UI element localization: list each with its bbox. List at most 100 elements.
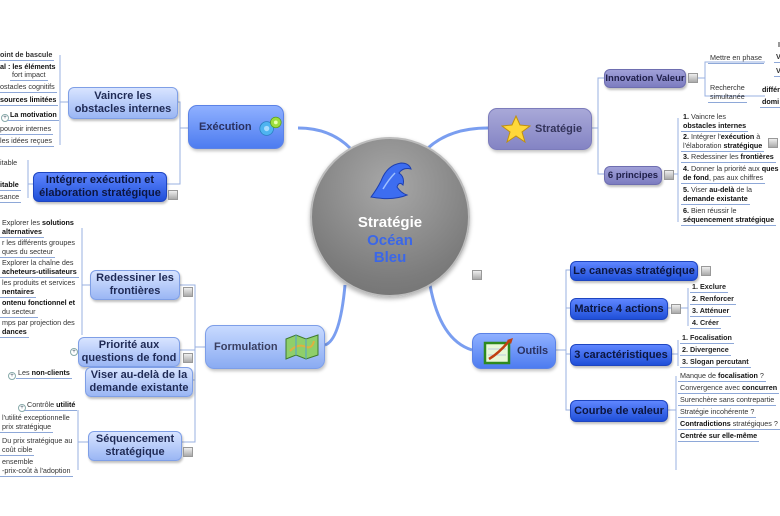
leaf-controle-utilite[interactable]: Contrôle utilité [25, 400, 78, 411]
leaf-creer[interactable]: 4. Créer [690, 318, 721, 329]
note-icon[interactable] [183, 287, 193, 297]
principe-5a[interactable]: 5. Viser au-delà de la [683, 185, 753, 194]
note-icon[interactable] [671, 304, 681, 314]
leaf-ressources-limitees[interactable]: sources limitées [0, 95, 59, 106]
subtopic-matrice-4-actions[interactable]: Matrice 4 actions [570, 298, 668, 320]
subtopic-priorite-questions[interactable]: Priorité aux questions de fond [78, 337, 180, 367]
leaf-courbe-2[interactable]: Convergence avec concurren [678, 383, 780, 394]
subtopic-courbe-valeur[interactable]: Courbe de valeur [570, 400, 668, 422]
subtopic-innovation-valeur[interactable]: Innovation Valeur [604, 69, 686, 88]
leaf-courbe-3[interactable]: Surenchère sans contrepartie [678, 395, 777, 406]
leaf-sance[interactable]: sance [0, 192, 22, 203]
expand-icon[interactable]: + [8, 372, 16, 380]
leaf-idees-recues[interactable]: les idées reçues [0, 136, 54, 147]
leaf-fort-impact[interactable]: fort impact [10, 70, 48, 81]
leaf-redessiner-10[interactable]: du secteur [0, 307, 38, 318]
leaf-redessiner-1[interactable]: Explorer les solutions [2, 218, 74, 227]
topic-strategie[interactable]: Stratégie [488, 108, 592, 150]
note-icon[interactable] [183, 447, 193, 457]
note-icon[interactable] [768, 138, 778, 148]
leaf-domination[interactable]: domi [760, 97, 780, 108]
principe-6a[interactable]: 6. Bien réussir le [683, 206, 737, 215]
leaf-phase-2[interactable]: V [774, 52, 780, 63]
leaf-redessiner-2[interactable]: alternatives [0, 227, 44, 238]
central-topic[interactable]: Stratégie Océan Bleu [310, 137, 470, 297]
note-icon[interactable] [168, 190, 178, 200]
note-icon[interactable] [664, 170, 674, 180]
subtopic-viser-au-dela[interactable]: Viser au-delà de la demande existante [85, 367, 193, 397]
leaf-differenciation[interactable]: différ [762, 85, 780, 94]
principe-1b[interactable]: obstacles internes [681, 121, 749, 132]
subtopic-3-caracteristiques[interactable]: 3 caractéristiques [570, 344, 672, 366]
principe-5b[interactable]: demande existante [681, 194, 750, 205]
leaf-redessiner-6[interactable]: acheteurs-utilisateurs [0, 267, 79, 278]
leaf-renforcer[interactable]: 2. Renforcer [690, 294, 736, 305]
leaf-sequencement-6[interactable]: -prix-coût à l'adoption [0, 466, 73, 477]
principe-2a[interactable]: 2. Intégrer l'exécution à [683, 132, 761, 141]
leaf-redessiner-9[interactable]: ontenu fonctionnel et [2, 298, 76, 307]
leaf-itable-1[interactable]: itable [0, 158, 18, 167]
principe-1a[interactable]: 1. Vaincre les [683, 112, 727, 121]
expand-icon[interactable]: + [70, 348, 78, 356]
leaf-courbe-5[interactable]: Contradictions stratégiques ? [678, 419, 780, 430]
leaf-focalisation[interactable]: 1. Focalisation [680, 333, 734, 344]
leaf-sequencement-5[interactable]: ensemble [2, 457, 34, 466]
subtopic-canevas[interactable]: Le canevas stratégique [570, 261, 698, 281]
leaf-redessiner-4[interactable]: ques du secteur [0, 247, 56, 258]
subtopic-sequencement[interactable]: Séquencement stratégique [88, 431, 182, 461]
leaf-divergence[interactable]: 2. Divergence [680, 345, 731, 356]
leaf-phase-1[interactable]: I [778, 40, 780, 49]
leaf-redessiner-3[interactable]: r les différents groupes [2, 238, 75, 247]
leaf-obstacles-cognitifs[interactable]: ostacles cognitifs [0, 82, 57, 93]
subtopic-vaincre-obstacles[interactable]: Vaincre les obstacles internes [68, 87, 178, 119]
note-icon[interactable] [472, 270, 482, 280]
leaf-sequencement-2[interactable]: prix stratégique [0, 422, 54, 433]
leaf-phase-3[interactable]: V [774, 66, 780, 77]
leaf-redessiner-11[interactable]: mps par projection des [2, 318, 75, 327]
expand-icon[interactable]: + [1, 114, 9, 122]
leaf-courbe-6[interactable]: Centrée sur elle-même [678, 431, 760, 442]
connector-formulation-branches [180, 284, 205, 443]
connector-integrer-leaves [27, 160, 33, 198]
leaf-simultanee[interactable]: simultanée [708, 92, 747, 103]
leaf-attenuer[interactable]: 3. Atténuer [690, 306, 732, 317]
topic-outils[interactable]: Outils [472, 333, 556, 369]
principe-3[interactable]: 3. Redessiner les frontières [681, 152, 776, 163]
leaf-sequencement-3[interactable]: Du prix stratégique au [2, 436, 73, 445]
leaf-motivation[interactable]: La motivation [8, 110, 59, 121]
subtopic-6-principes[interactable]: 6 principes [604, 166, 662, 185]
subtopic-principes-label: 6 principes [607, 170, 659, 181]
leaf-courbe-1[interactable]: Manque de focalisation ? [678, 371, 766, 382]
leaf-mettre-en-phase[interactable]: Mettre en phase [708, 53, 764, 64]
principe-4b[interactable]: de fond, pas aux chiffres [681, 173, 766, 184]
subtopic-integrer-execution[interactable]: Intégrer exécution et élaboration straté… [33, 172, 167, 202]
leaf-sequencement-4[interactable]: coût cible [0, 445, 35, 456]
leaf-redessiner-7[interactable]: les produits et services [2, 278, 76, 287]
leaf-redessiner-8[interactable]: nentaires [0, 287, 36, 298]
principe-4a[interactable]: 4. Donner la priorité aux ques [683, 164, 779, 173]
leaf-exclure[interactable]: 1. Exclure [690, 282, 728, 293]
principe-6b[interactable]: séquencement stratégique [681, 215, 777, 226]
central-title: Stratégie [357, 214, 423, 231]
leaf-courbe-4[interactable]: Stratégie incohérente ? [678, 407, 757, 418]
leaf-redessiner-5[interactable]: Explorer la chaîne des [2, 258, 74, 267]
leaf-sequencement-1[interactable]: l'utilité exceptionnelle [2, 413, 70, 422]
leaf-itable-2[interactable]: itable [0, 180, 21, 191]
note-icon[interactable] [183, 353, 193, 363]
expand-icon[interactable]: + [18, 404, 26, 412]
topic-execution[interactable]: Exécution [188, 105, 284, 149]
star-icon [501, 115, 531, 143]
subtopic-redessiner-frontieres[interactable]: Redessiner les frontières [90, 270, 180, 300]
leaf-point-bascule[interactable]: oint de bascule [0, 50, 55, 61]
principe-2b[interactable]: l'élaboration stratégique [681, 141, 765, 152]
leaf-elements: al : les éléments [0, 62, 56, 71]
leaf-slogan[interactable]: 3. Slogan percutant [680, 357, 751, 368]
leaf-recherche[interactable]: Recherche [710, 83, 745, 92]
leaf-pouvoir-internes[interactable]: pouvoir internes [0, 124, 54, 135]
leaf-redessiner-12[interactable]: dances [0, 327, 29, 338]
note-icon[interactable] [688, 73, 698, 83]
leaf-elements-label[interactable]: al : les éléments [0, 62, 58, 72]
leaf-non-clients[interactable]: Les non-clients [16, 368, 72, 379]
topic-formulation[interactable]: Formulation [205, 325, 325, 369]
note-icon[interactable] [701, 266, 711, 276]
